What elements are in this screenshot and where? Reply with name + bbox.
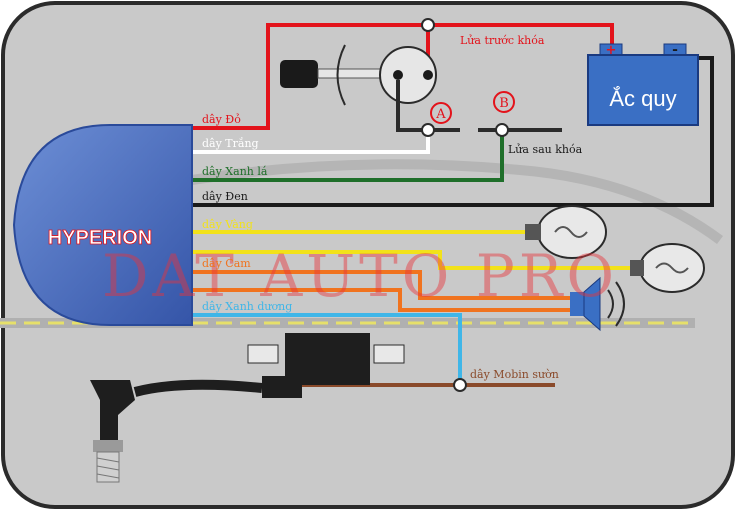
point-a-badge (430, 102, 452, 124)
battery-minus-label: - (672, 42, 678, 58)
label-black-wire: dây Đen (202, 190, 248, 203)
mobin-junction (453, 378, 467, 392)
junction-top (421, 18, 435, 32)
horn-speaker-icon (570, 276, 625, 332)
hyperion-module (12, 124, 193, 326)
point-b-badge (493, 91, 515, 113)
blue-wire (192, 313, 462, 382)
ignition-pin-2 (423, 70, 433, 80)
key-ring-icon (336, 44, 346, 106)
point-b-junction (495, 123, 509, 137)
key-blade-icon (317, 68, 389, 79)
label-blue-wire: dây Xanh dương (202, 300, 292, 313)
orange-wire-1 (192, 270, 575, 300)
green-wire (192, 130, 504, 182)
ignition-cylinder-icon (379, 46, 437, 104)
battery-body (587, 54, 699, 126)
ignition-pin-1 (393, 70, 403, 80)
label-after-key: Lửa sau khóa (508, 143, 583, 156)
yellow-wire-2 (192, 250, 640, 270)
rear-bulb-icon (630, 243, 705, 293)
label-yellow-wire: dây Vàng (202, 218, 253, 231)
white-wire (192, 130, 430, 154)
label-before-key: Lửa trước khóa (460, 34, 545, 47)
spark-plug-cable (133, 379, 263, 397)
orange-wire-2 (192, 288, 575, 312)
point-a-label: A (435, 107, 446, 122)
ignition-coil-icon (247, 333, 405, 398)
watermark-text: DAT AUTO PRO (102, 242, 618, 310)
red-wire (192, 23, 614, 130)
spark-plug-icon (90, 380, 135, 483)
key-head-icon (280, 60, 318, 88)
battery-plus-label: + (606, 43, 617, 58)
label-orange-wire: dây Cam (202, 257, 251, 270)
label-red-wire: dây Đỏ (202, 113, 241, 126)
point-a-junction (421, 123, 435, 137)
label-white-wire: dây Trắng (202, 137, 259, 150)
battery-label: Ắc quy (609, 86, 676, 111)
label-green-wire: dây Xanh lá (202, 165, 268, 178)
headlight-bulb-icon (525, 205, 607, 259)
label-mobin-wire: dây Mobin sườn (470, 368, 559, 381)
point-b-label: B (499, 96, 509, 111)
black-wire (192, 56, 714, 207)
brand-label: HYPERION (48, 227, 152, 249)
switch-a-wire (396, 80, 460, 132)
